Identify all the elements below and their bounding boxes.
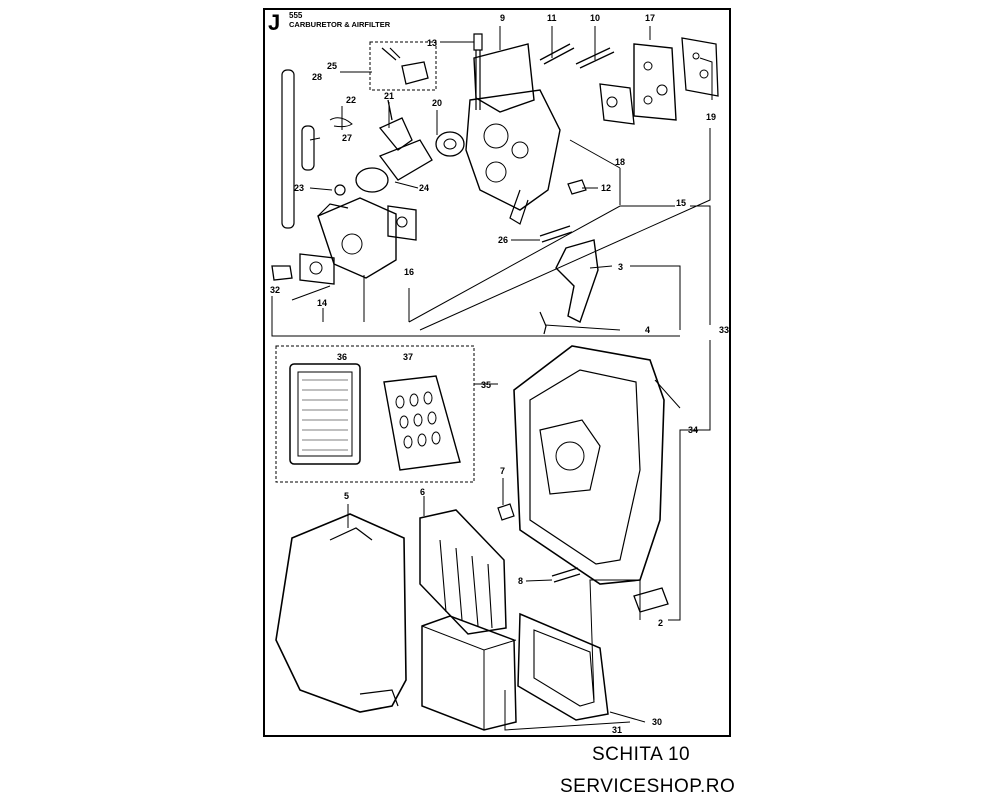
kit-box-35: [275, 345, 475, 483]
carburetor: [317, 197, 397, 279]
leader-line: [668, 429, 700, 621]
part-25-bolt: [539, 225, 573, 243]
part-label: 14: [317, 298, 327, 308]
part-16-gasket: [387, 205, 417, 241]
part-label: 17: [645, 13, 655, 23]
part-19-gasket: [681, 37, 719, 97]
part-14-gasket: [299, 253, 335, 285]
part-27-tube: [301, 125, 315, 171]
part-12-nut: [567, 179, 587, 195]
part-label: 15: [676, 198, 686, 208]
part-9-housing: [473, 43, 535, 113]
part-label: 3: [618, 262, 623, 272]
model-number: 555: [289, 11, 303, 20]
leader-line: [630, 265, 681, 330]
leader-line: [569, 139, 621, 169]
part-18-gasket: [599, 83, 635, 125]
part-label: 4: [645, 325, 650, 335]
leader-line: [291, 285, 331, 301]
part-37-screen: [383, 375, 461, 471]
part-label: 23: [294, 183, 304, 193]
leader-line: [309, 187, 333, 191]
leader-line: [589, 265, 613, 269]
leader-line: [544, 324, 621, 331]
part-label: 8: [518, 576, 523, 586]
leader-line: [309, 137, 321, 141]
leader-line: [700, 340, 711, 431]
part-label: 18: [615, 157, 625, 167]
part-label: 24: [419, 183, 429, 193]
leader-line: [525, 579, 553, 582]
part-9-body: [465, 89, 561, 211]
part-26-nut: [401, 61, 429, 85]
site-caption: SERVICESHOP.RO: [560, 776, 736, 797]
part-23-nut: [334, 184, 346, 196]
part-11-bolt: [539, 43, 575, 65]
part-label: 9: [500, 13, 505, 23]
part-label: 28: [312, 72, 322, 82]
part-label: 32: [270, 285, 280, 295]
leader-line: [504, 690, 631, 731]
leader-line: [394, 181, 419, 189]
part-7-bolt: [551, 567, 581, 583]
part-label: 19: [706, 112, 716, 122]
part-label: 5: [344, 491, 349, 501]
leader-line: [609, 711, 646, 723]
part-label: 36: [337, 352, 347, 362]
leader-line: [699, 57, 713, 100]
part-20-washer: [435, 131, 465, 157]
part-label: 30: [652, 717, 662, 727]
part-label: 21: [384, 91, 394, 101]
part-32-plate: [271, 265, 293, 281]
part-label: 10: [590, 13, 600, 23]
part-22-clip: [329, 117, 353, 128]
part-36-filter: [289, 363, 361, 465]
part-label: 16: [404, 267, 414, 277]
leader-line: [271, 296, 680, 337]
sheet-letter: J: [268, 10, 281, 35]
part-3-bracket: [555, 239, 599, 323]
part-label: 12: [601, 183, 611, 193]
part-label: 33: [719, 325, 729, 335]
sheet-caption: SCHITA 10: [592, 744, 691, 765]
part-label: 31: [612, 725, 622, 735]
part-label: 22: [346, 95, 356, 105]
part-10-bolt: [575, 47, 615, 69]
part-30-filter-frame: [517, 612, 609, 721]
part-label: 13: [427, 38, 437, 48]
part-label: 34: [688, 425, 698, 435]
part-24-ring: [355, 167, 389, 193]
part-label: 2: [658, 618, 663, 628]
part-8-nut: [497, 503, 515, 521]
part-2-clip: [633, 587, 669, 613]
part-label: 35: [481, 380, 491, 390]
part-6-prefilter: [419, 509, 507, 635]
diagram-frame: [263, 8, 731, 737]
part-26-screw: [381, 47, 401, 61]
foam-filter: [421, 615, 517, 731]
part-33-housing: [513, 345, 665, 585]
part-21-throttle: [378, 117, 413, 151]
leader-line: [408, 205, 675, 323]
part-label: 11: [547, 13, 557, 23]
part-label: 26: [498, 235, 508, 245]
leader-line: [589, 579, 641, 701]
part-17-gasket: [633, 43, 677, 121]
part-4-wire: [539, 311, 547, 335]
part-label: 7: [500, 466, 505, 476]
part-label: 25: [327, 61, 337, 71]
part-label: 37: [403, 352, 413, 362]
part-28-tube: [281, 69, 295, 229]
diagram-title: CARBURETOR & AIRFILTER: [289, 20, 391, 29]
part-label: 27: [342, 133, 352, 143]
leader-line: [419, 128, 711, 331]
kit-box-26: [369, 41, 437, 91]
leader-line: [690, 205, 711, 325]
part-label: 20: [432, 98, 442, 108]
part-label: 6: [420, 487, 425, 497]
part-5-cover: [275, 513, 407, 713]
